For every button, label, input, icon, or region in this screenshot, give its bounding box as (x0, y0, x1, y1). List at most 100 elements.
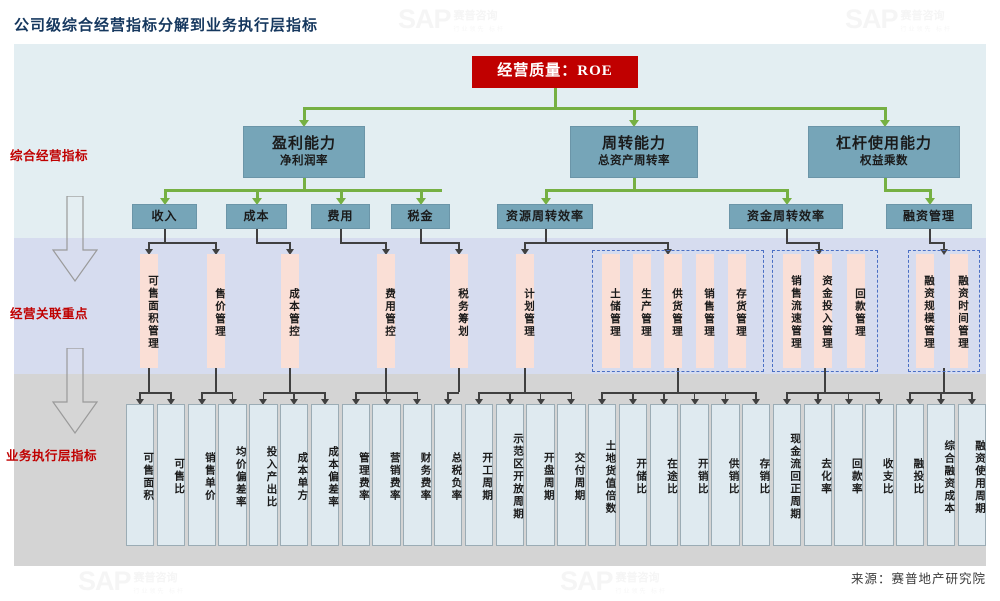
page-title: 公司级综合经营指标分解到业务执行层指标 (14, 18, 319, 34)
connector-arrow (505, 399, 514, 405)
connector-fund-stem (786, 228, 788, 243)
focus-group-fund (772, 250, 878, 372)
connector-income-drop-1 (148, 242, 150, 250)
node-focus-saleable-area-mgmt[interactable]: 可售面积管理 (140, 254, 158, 368)
node-execution-7[interactable]: 成本偏差率 (310, 404, 340, 546)
connector-root-arrow-3 (880, 120, 890, 127)
node-execution-20[interactable]: 供销比 (711, 404, 740, 546)
connector-profit-arrow-4 (416, 198, 426, 205)
node-execution-8[interactable]: 管理费率 (341, 404, 370, 546)
connector-segment (170, 392, 172, 400)
node-driver-resource-turnover[interactable]: 资源周转效率 (497, 204, 593, 229)
node-execution-19[interactable]: 开销比 (680, 404, 709, 546)
node-focus-capital-input-mgmt[interactable]: 资金投入管理 (814, 254, 832, 368)
node-execution-26[interactable]: 融投比 (896, 404, 925, 546)
connector-segment (139, 392, 141, 400)
watermark-cn: 赛普咨询 (133, 572, 178, 584)
node-execution-6[interactable]: 成本单方 (280, 404, 309, 546)
connector-segment (385, 368, 387, 392)
watermark-bottom-center: SAP 赛普咨询 行业领先 标杆 (560, 566, 667, 597)
node-driver-expense[interactable]: 费用 (311, 204, 370, 229)
connector-turnover-arrow-1 (541, 198, 551, 205)
connector-turnover-bus (545, 189, 788, 192)
node-capability-profit[interactable]: 盈利能力 净利润率 (243, 126, 365, 178)
connector-financing-arrow-1 (940, 249, 948, 255)
watermark-tag: 行业领先 标杆 (615, 589, 668, 595)
node-execution-11[interactable]: 总税负率 (434, 404, 463, 546)
connector-tax-stem (420, 228, 422, 243)
node-driver-financing[interactable]: 融资管理 (886, 204, 972, 229)
node-focus-inventory-mgmt[interactable]: 存货管理 (728, 254, 746, 368)
connector-segment (201, 392, 203, 400)
node-capability-leverage-title: 杠杆使用能力 (835, 136, 932, 153)
node-focus-land-reserve-mgmt[interactable]: 土储管理 (602, 254, 620, 368)
node-focus-sales-mgmt[interactable]: 销售管理 (696, 254, 714, 368)
node-execution-3[interactable]: 销售单价 (187, 404, 216, 546)
connector-arrow (136, 399, 145, 405)
node-focus-financing-time-mgmt[interactable]: 融资时间管理 (950, 254, 968, 368)
connector-cost-stem (256, 228, 258, 243)
node-execution-1[interactable]: 可售面积 (126, 404, 155, 546)
watermark-brand: SAP (398, 4, 452, 34)
node-execution-27[interactable]: 综合融资成本 (926, 404, 956, 546)
watermark-tag: 行业领先 标杆 (133, 589, 186, 595)
node-execution-28[interactable]: 融资使用周期 (957, 404, 986, 546)
connector-leverage-drop-1 (929, 189, 932, 199)
connector-arrow (320, 399, 329, 405)
connector-arrow (906, 399, 915, 405)
node-execution-17[interactable]: 开储比 (618, 404, 648, 546)
node-execution-25[interactable]: 收支比 (865, 404, 894, 546)
connector-segment (447, 392, 449, 400)
connector-resource-stem (545, 228, 547, 243)
node-execution-14[interactable]: 开盘周期 (526, 404, 555, 546)
node-focus-sales-velocity-mgmt[interactable]: 销售流速管理 (783, 254, 801, 368)
connector-income-drop-2 (215, 242, 217, 250)
connector-segment (940, 392, 942, 400)
node-execution-22[interactable]: 现金流回正周期 (772, 404, 802, 546)
node-focus-supply-mgmt[interactable]: 供货管理 (664, 254, 682, 368)
node-focus-production-mgmt[interactable]: 生产管理 (633, 254, 651, 368)
node-focus-collection-mgmt[interactable]: 回款管理 (847, 254, 865, 368)
connector-segment (602, 392, 757, 394)
node-driver-fund-turnover[interactable]: 资金周转效率 (729, 204, 843, 229)
node-capability-turnover[interactable]: 周转能力 总资产周转率 (570, 126, 698, 178)
node-execution-10[interactable]: 财务费率 (403, 404, 432, 546)
node-execution-15[interactable]: 交付周期 (557, 404, 586, 546)
connector-root-arrow-1 (299, 120, 309, 127)
node-execution-23[interactable]: 去化率 (803, 404, 832, 546)
node-capability-leverage[interactable]: 杠杆使用能力 权益乘数 (808, 126, 960, 178)
connector-segment (677, 368, 679, 392)
node-focus-price-mgmt[interactable]: 售价管理 (207, 254, 225, 368)
node-execution-4[interactable]: 均价偏差率 (218, 404, 247, 546)
node-driver-cost[interactable]: 成本 (226, 204, 287, 229)
node-execution-16[interactable]: 土地货值倍数 (588, 404, 617, 546)
connector-segment (262, 392, 265, 400)
connector-root-arrow-2 (629, 120, 639, 127)
node-focus-tax-planning[interactable]: 税务筹划 (450, 254, 468, 368)
connector-arrow (875, 399, 884, 405)
node-focus-financing-scale-mgmt[interactable]: 融资规模管理 (916, 254, 934, 368)
connector-arrow (813, 399, 822, 405)
node-execution-18[interactable]: 在途比 (649, 404, 678, 546)
connector-fund-drop-1 (818, 242, 820, 250)
node-execution-12[interactable]: 开工周期 (464, 404, 494, 546)
node-execution-13[interactable]: 示范区开放周期 (495, 404, 524, 546)
node-execution-5[interactable]: 投入产出比 (249, 404, 278, 546)
node-focus-cost-control[interactable]: 成本管控 (281, 254, 299, 368)
connector-profit-drop-1 (164, 189, 167, 199)
node-execution-9[interactable]: 营销费率 (372, 404, 401, 546)
connector-profit-bus (164, 189, 442, 192)
connector-segment (847, 392, 850, 400)
node-focus-expense-control[interactable]: 费用管控 (377, 254, 395, 368)
connector-segment (755, 392, 757, 400)
watermark-top-right: SAP 赛普咨询 行业领先 标杆 (845, 4, 952, 35)
node-execution-21[interactable]: 存销比 (742, 404, 771, 546)
node-driver-tax[interactable]: 税金 (391, 204, 450, 229)
node-focus-plan-mgmt[interactable]: 计划管理 (516, 254, 534, 368)
node-roe[interactable]: 经营质量：ROE (472, 56, 638, 88)
connector-root-drop-2 (633, 107, 636, 121)
node-execution-2[interactable]: 可售比 (156, 404, 186, 546)
node-execution-24[interactable]: 回款率 (834, 404, 863, 546)
connector-arrow (844, 399, 853, 405)
node-driver-income[interactable]: 收入 (132, 204, 197, 229)
